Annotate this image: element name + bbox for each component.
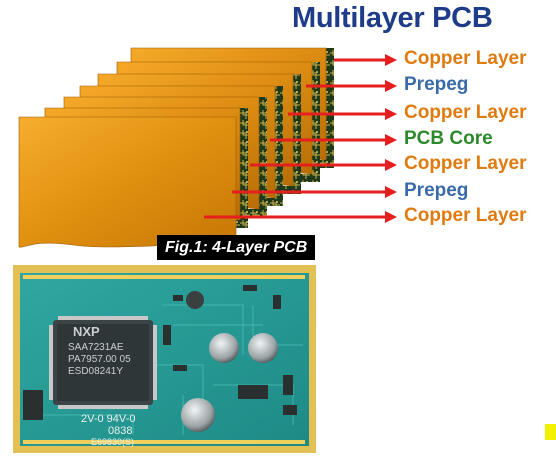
- board-mark-2: 0838: [108, 425, 133, 437]
- chip-brand: NXP: [73, 324, 100, 339]
- arrow-head-icon: [385, 186, 397, 198]
- arrow-head-icon: [385, 134, 397, 146]
- page-title: Multilayer PCB: [292, 2, 493, 34]
- arrow-head-icon: [385, 211, 397, 223]
- layer-label: Copper Layer: [404, 48, 527, 69]
- arrow-head-icon: [385, 54, 397, 66]
- layer-label: Copper Layer: [404, 205, 527, 226]
- corner-mark: [545, 424, 556, 440]
- layer-label: Prepeg: [404, 74, 469, 95]
- layer-label: Copper Layer: [404, 153, 527, 174]
- board-mark-3: E69830(S): [91, 437, 135, 447]
- chip-marking-3: ESD08241Y: [68, 366, 124, 377]
- board-mark-1: 2V-0 94V-0: [81, 413, 136, 425]
- layer-label: PCB Core: [404, 128, 493, 149]
- layer-label: Copper Layer: [404, 102, 527, 123]
- pcb-photo: NXP SAA7231AE PA7957.00 05 ESD08241Y 2V-…: [13, 265, 316, 453]
- layer-label: Prepeg: [404, 180, 469, 201]
- arrow-head-icon: [385, 80, 397, 92]
- chip-marking-1: SAA7231AE: [68, 342, 124, 353]
- figure-caption: Fig.1: 4-Layer PCB: [157, 235, 316, 260]
- arrow-head-icon: [385, 108, 397, 120]
- arrow-head-icon: [385, 159, 397, 171]
- layer-stack-illustration: [18, 47, 397, 248]
- layer-sheet: [18, 116, 237, 248]
- chip-marking-2: PA7957.00 05: [68, 354, 131, 365]
